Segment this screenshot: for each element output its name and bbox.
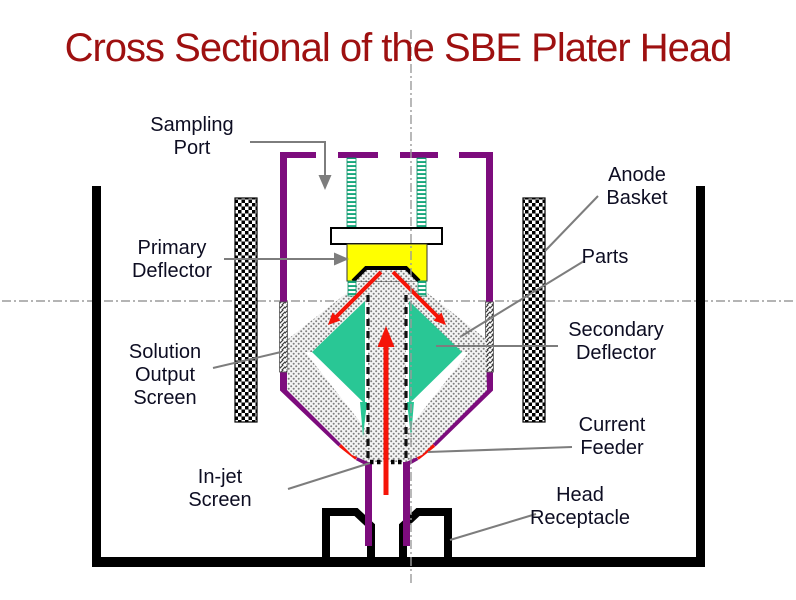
threaded-rod-right [416,157,427,231]
sampling-port-leader [250,141,326,176]
mounting-plate [330,227,443,245]
anode-basket-left [234,197,258,423]
parts-diamond-right [409,301,462,404]
in-jet-screen-leader [287,462,371,490]
solution-output-leader [212,351,282,369]
leader-lines [212,141,599,541]
head-outlet-tube [365,462,410,546]
deflector-notch-outline [351,266,421,283]
label-solution-output-screen: Solution Output Screen [128,341,202,409]
flow-lining-right [406,352,487,462]
flow-arrow-right-head [433,312,446,325]
page-title: Cross Sectional of the SBE Plater Head [64,26,733,70]
solution-output-screen-right [485,301,494,373]
threaded-rod-left [346,157,357,231]
label-parts: Parts [581,246,629,268]
parts-deflectors [312,301,462,437]
parts-tail-left [360,402,367,437]
solution-output-screen-left [279,301,288,373]
jet-column-borders [366,295,408,460]
flow-wing-left [288,281,368,352]
parts-diamond-left [312,301,365,404]
label-head-receptacle: Head Receptacle [529,484,631,529]
parts-leader [459,260,585,338]
parts-tail-right [407,402,414,437]
flow-arrow-left-head [328,312,341,325]
anode-basket-leader [544,195,599,252]
flow-arrow-up-head [377,326,395,347]
rod-stub-left [347,280,357,297]
label-primary-deflector: Primary Deflector [131,237,213,282]
head-receptacle-left [322,508,375,561]
label-current-feeder: Current Feeder [578,414,646,459]
label-in-jet-screen: In-jet Screen [188,466,252,511]
deflector-notch [355,267,417,281]
label-secondary-deflector: Secondary Deflector [568,319,664,364]
label-anode-basket: Anode Basket [606,164,668,209]
anode-basket-right [522,197,546,423]
rod-stub-right [417,280,427,297]
label-sampling-port: Sampling Port [150,114,234,159]
flow-lining-left [287,352,368,462]
head-receptacle-leader [449,513,537,541]
head-wall-right [430,153,493,447]
flow-arrow-right-icon [391,270,442,321]
flow-arrow-left-icon [332,270,383,321]
flow-arrows [328,270,446,495]
sampling-port-arrowhead [318,175,332,190]
current-feeder-leader [427,446,573,453]
head-wall-left [280,153,344,447]
tank [92,186,705,567]
primary-deflector-arrowhead [334,252,349,266]
